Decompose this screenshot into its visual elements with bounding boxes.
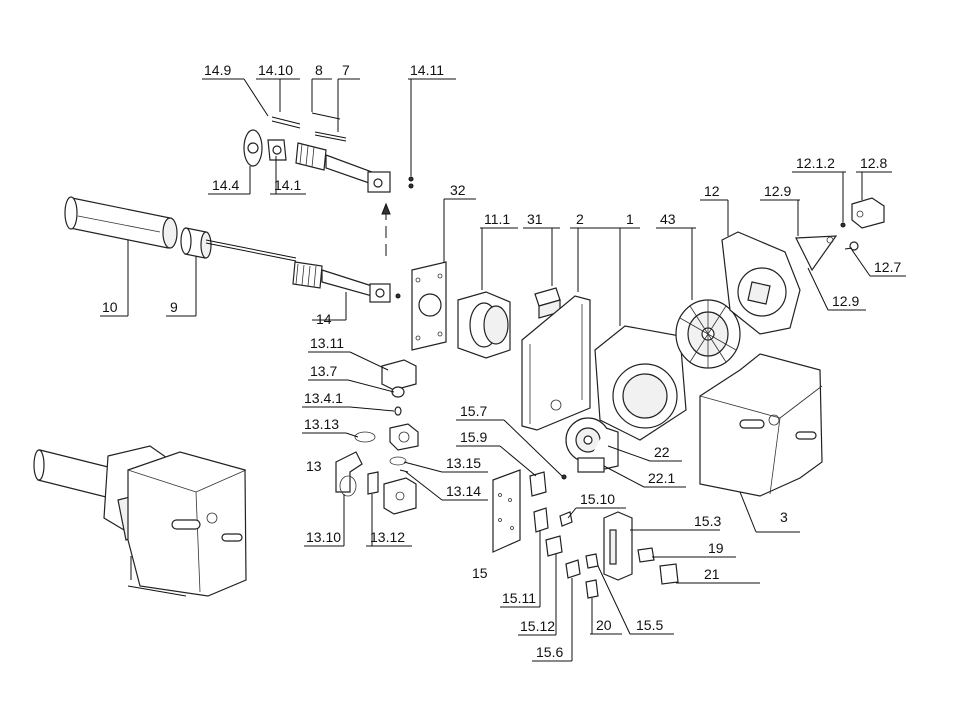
label-2: 2 <box>576 211 584 227</box>
label-3: 3 <box>780 509 788 525</box>
label-12-9-bottom: 12.9 <box>832 293 859 309</box>
label-14-11: 14.11 <box>410 62 444 78</box>
label-22-1: 22.1 <box>648 470 675 486</box>
label-15: 15 <box>472 565 488 581</box>
part-air-inlet-cover <box>721 231 801 335</box>
part-valve-group <box>335 359 419 515</box>
label-32: 32 <box>450 182 466 198</box>
label-12: 12 <box>704 183 720 199</box>
label-14-4: 14.4 <box>212 177 239 193</box>
part-housing-cover <box>699 353 823 497</box>
label-15-11: 15.11 <box>502 590 536 606</box>
label-15-9: 15.9 <box>460 429 487 445</box>
part-nozzle-assembly-upper <box>243 112 414 193</box>
label-15-7: 15.7 <box>460 403 487 419</box>
label-14: 14 <box>316 311 332 327</box>
label-12-9-top: 12.9 <box>764 183 791 199</box>
part-ring <box>180 227 297 262</box>
part-control-board <box>492 469 679 599</box>
label-20: 20 <box>596 617 612 633</box>
part-fan-housing <box>594 325 687 441</box>
label-15-10: 15.10 <box>580 491 615 507</box>
label-22: 22 <box>654 444 670 460</box>
label-13-10: 13.10 <box>306 529 341 545</box>
label-12-8: 12.8 <box>860 155 887 171</box>
part-assembled-burner <box>33 445 247 597</box>
label-13-14: 13.14 <box>446 483 481 499</box>
label-14-1: 14.1 <box>274 177 301 193</box>
part-gasket-plate <box>411 261 447 351</box>
part-blast-tube <box>64 196 178 249</box>
label-12-7: 12.7 <box>874 259 901 275</box>
label-13-12: 13.12 <box>370 529 405 545</box>
label-9: 9 <box>170 299 178 315</box>
label-43: 43 <box>660 211 676 227</box>
label-13-15: 13.15 <box>446 455 481 471</box>
label-13-11: 13.11 <box>310 335 344 351</box>
label-15-12: 15.12 <box>520 618 555 634</box>
callout-labels: 14.9 14.10 8 7 14.11 14.4 14.1 10 9 14 3… <box>102 62 901 660</box>
part-side-panel <box>521 295 591 431</box>
part-motor <box>565 417 619 473</box>
label-14-9: 14.9 <box>204 62 231 78</box>
label-13-4-1: 13.4.1 <box>304 390 343 406</box>
label-12-1-2: 12.1.2 <box>796 155 835 171</box>
part-fan-impeller <box>675 299 741 369</box>
label-10: 10 <box>102 299 118 315</box>
label-15-3: 15.3 <box>694 513 721 529</box>
label-13-7: 13.7 <box>310 363 337 379</box>
label-7: 7 <box>342 62 350 78</box>
label-1: 1 <box>626 211 634 227</box>
part-air-damper-parts <box>795 197 885 272</box>
label-15-5: 15.5 <box>636 617 663 633</box>
label-21: 21 <box>704 566 720 582</box>
label-8: 8 <box>315 62 323 78</box>
leader-lines <box>100 78 906 662</box>
part-flange <box>457 291 511 359</box>
label-14-10: 14.10 <box>258 62 293 78</box>
label-13-13: 13.13 <box>304 416 339 432</box>
label-31: 31 <box>527 211 543 227</box>
label-13: 13 <box>306 458 322 474</box>
label-19: 19 <box>708 540 724 556</box>
part-nozzle-assembly-lower <box>292 261 401 303</box>
label-15-6: 15.6 <box>536 644 563 660</box>
label-11-1: 11.1 <box>484 211 510 227</box>
